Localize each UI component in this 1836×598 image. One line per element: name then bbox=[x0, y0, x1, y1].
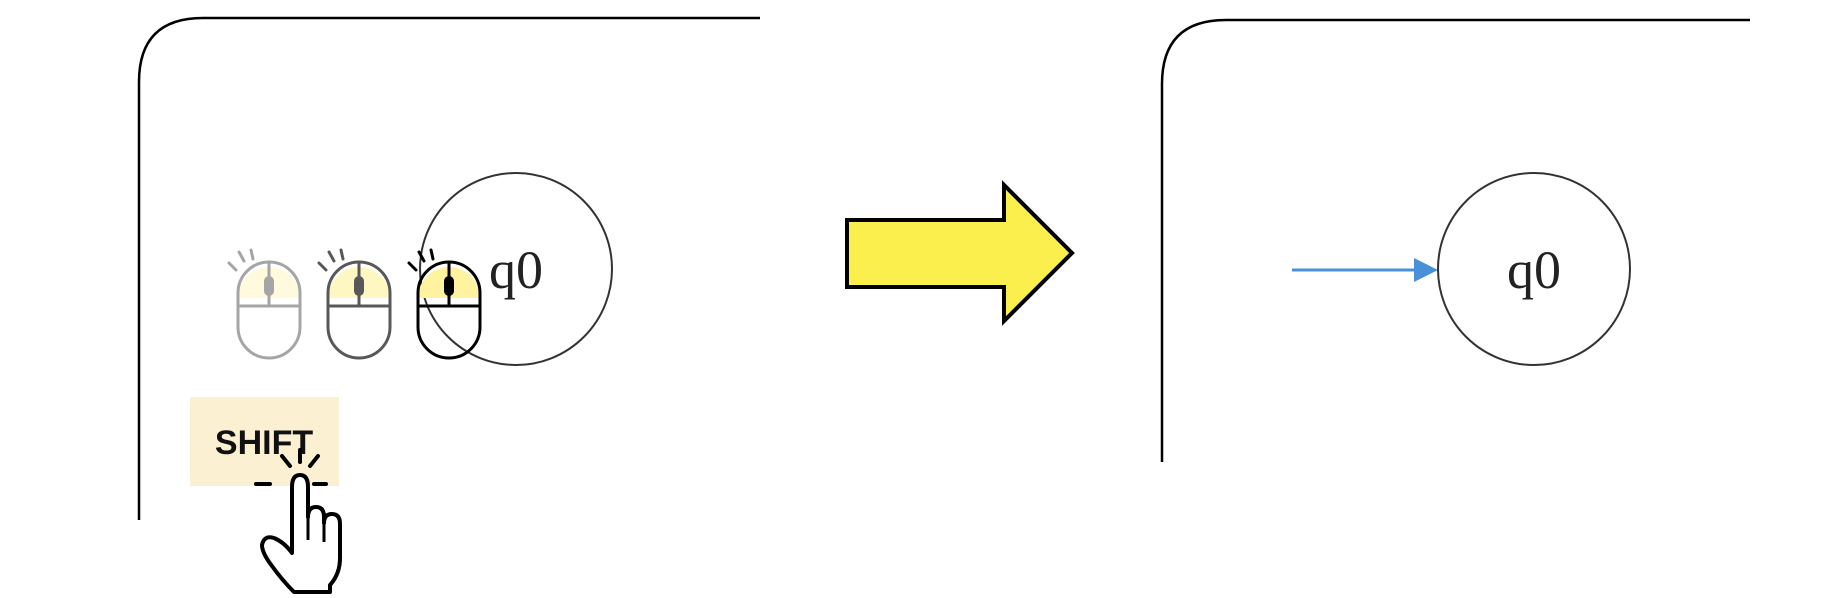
after-state-q0: q0 bbox=[1437, 172, 1631, 366]
right-arrow-icon bbox=[845, 180, 1075, 326]
shift-key-label: SHIFT bbox=[215, 424, 313, 462]
state-label: q0 bbox=[1507, 240, 1561, 300]
before-panel: q0 bbox=[137, 16, 760, 594]
state-label: q0 bbox=[489, 240, 543, 300]
after-panel: q0 bbox=[1160, 18, 1750, 462]
state-circle bbox=[1437, 172, 1631, 366]
before-canvas-border bbox=[137, 16, 760, 520]
after-canvas-border bbox=[1160, 18, 1750, 462]
pointer-hand-icon bbox=[254, 448, 342, 594]
before-state-q0: q0 bbox=[419, 172, 613, 366]
state-circle bbox=[419, 172, 613, 366]
initial-state-arrow bbox=[1292, 258, 1438, 282]
left-click-mouse-icon bbox=[407, 248, 482, 360]
shift-key-highlight bbox=[190, 397, 339, 486]
shift-key: SHIFT bbox=[190, 397, 339, 486]
left-click-mouse-icon bbox=[227, 248, 302, 360]
left-click-mouse-icon bbox=[317, 248, 392, 360]
